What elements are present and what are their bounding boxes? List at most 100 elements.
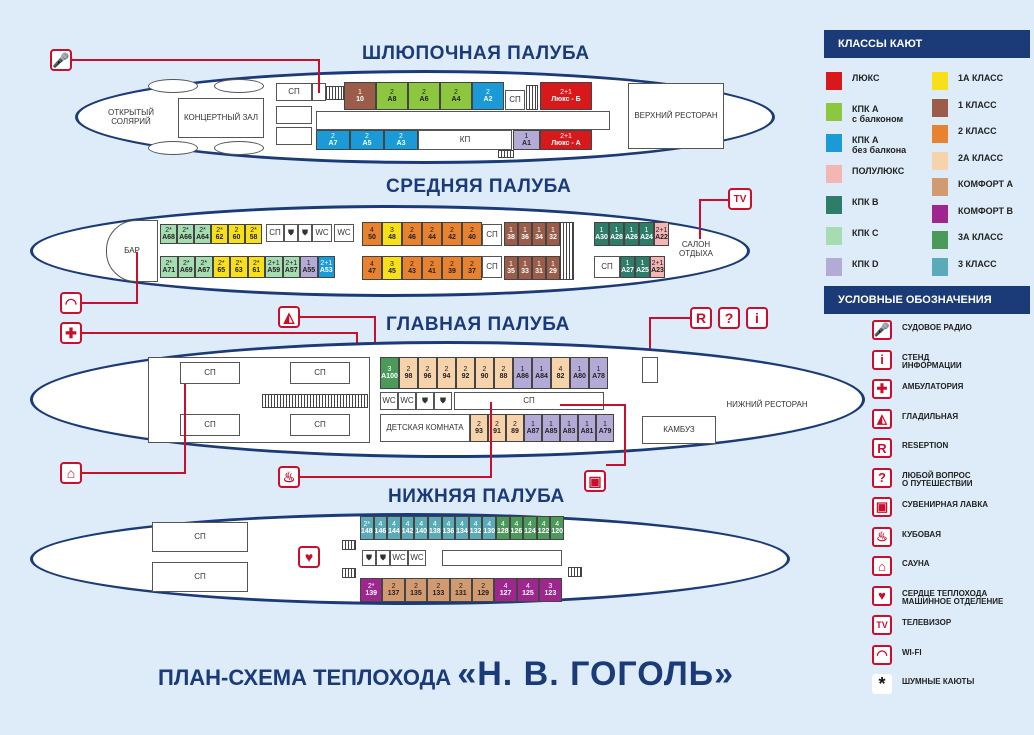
cabin-58[interactable]: 2*58 bbox=[245, 224, 262, 244]
cabin-A71[interactable]: 2*A71 bbox=[160, 256, 178, 278]
cabin-139[interactable]: 2*139 bbox=[360, 578, 383, 602]
cabin-148[interactable]: 2*148 bbox=[360, 516, 374, 540]
cabin-A68[interactable]: 2*A68 bbox=[160, 224, 177, 244]
cabin-number: 148 bbox=[360, 528, 373, 535]
cabin-A64[interactable]: 2*A64 bbox=[194, 224, 211, 244]
cabin-62[interactable]: 2*62 bbox=[211, 224, 228, 244]
cabin-A69[interactable]: 2*A69 bbox=[177, 256, 195, 278]
cabin-A66[interactable]: 2*A66 bbox=[177, 224, 194, 244]
cabin-65[interactable]: 2*65 bbox=[212, 256, 230, 278]
cabin-63[interactable]: 2*63 bbox=[230, 256, 248, 278]
cabin-61[interactable]: 2*61 bbox=[247, 256, 265, 278]
cabin-A67[interactable]: 2*A67 bbox=[195, 256, 213, 278]
